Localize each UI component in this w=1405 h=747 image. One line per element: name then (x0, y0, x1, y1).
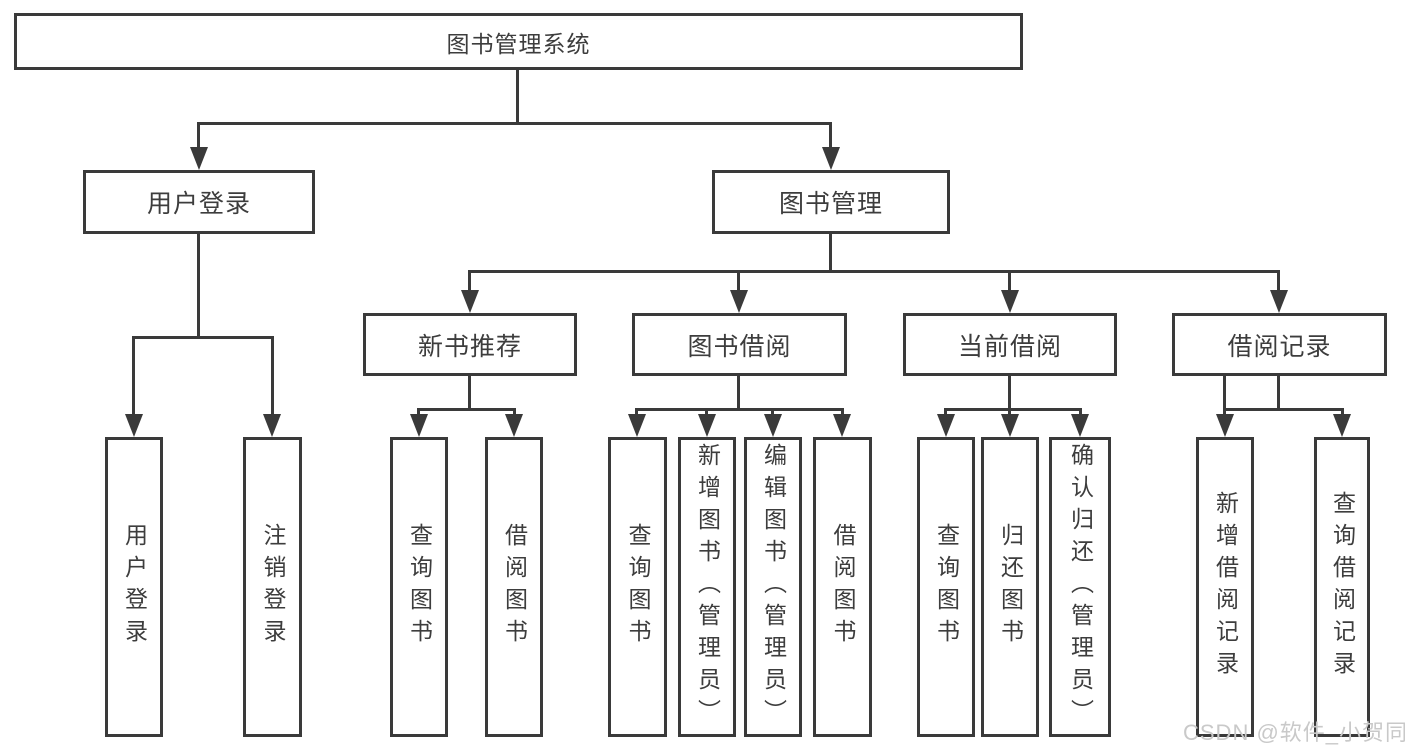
connector-borrow-records-stem (1223, 376, 1226, 408)
node-book-management: 图书管理 (712, 170, 950, 234)
node-leaf-query-books-rec: 查询图书 (390, 437, 448, 737)
node-label: 图书借阅 (687, 332, 792, 361)
node-label: 查询图书 (933, 523, 960, 651)
node-leaf-borrow-books-rec: 借阅图书 (485, 437, 543, 737)
connector-arm-leaf (705, 408, 708, 416)
node-borrowing-records: 借阅记录 (1172, 313, 1387, 376)
connector-book-mgmt-stem (829, 234, 832, 270)
arrow-down-icon (263, 414, 281, 437)
node-label: 确认归还（管理员） (1067, 443, 1094, 731)
node-library-management-system: 图书管理系统 (14, 13, 1023, 70)
connector-arm-leaf-logout (271, 336, 274, 414)
arrow-down-icon (628, 414, 646, 437)
csdn-watermark: CSDN @软件_小贺同学 (1183, 720, 1405, 745)
node-leaf-query-borrow-record: 查询借阅记录 (1314, 437, 1370, 737)
node-label: 新书推荐 (417, 332, 522, 361)
connector-arm-book-mgmt (829, 122, 832, 148)
arrow-down-icon (1001, 290, 1019, 313)
node-label: 新增借阅记录 (1212, 491, 1239, 683)
node-leaf-query-books-current: 查询图书 (917, 437, 975, 737)
connector-arm-leaf (1079, 408, 1082, 416)
connector-user-login-horizontal (132, 336, 274, 339)
node-label: 查询借阅记录 (1329, 491, 1356, 683)
connector-new-book-rec-stem (468, 376, 471, 408)
node-leaf-edit-book-admin: 编辑图书（管理员） (744, 437, 802, 737)
connector-arm-current-borrow (1008, 270, 1011, 291)
connector-arm-leaf (771, 408, 774, 416)
node-leaf-user-login: 用户登录 (105, 437, 163, 737)
arrow-down-icon (190, 147, 208, 170)
connector-arm-leaf-user-login (132, 336, 135, 414)
connector-borrow-records-horizontal (1223, 408, 1344, 411)
node-leaf-add-book-admin: 新增图书（管理员） (678, 437, 736, 737)
connector-arm-leaf (944, 408, 947, 416)
node-label: 用户登录 (146, 190, 251, 218)
arrow-down-icon (1333, 414, 1351, 437)
connector-current-borrow-stem (1008, 376, 1011, 408)
connector-arm-borrow-records (1277, 270, 1280, 291)
connector-arm-leaf (1223, 408, 1226, 416)
arrow-down-icon (1001, 414, 1019, 437)
node-new-book-recommendation: 新书推荐 (363, 313, 577, 376)
node-label: 图书管理系统 (446, 30, 591, 57)
node-label: 归还图书 (997, 523, 1024, 651)
connector-arm-new-book-rec (468, 270, 471, 291)
arrow-down-icon (1270, 290, 1288, 313)
connector-book-borrow-horizontal (635, 408, 844, 411)
arrow-down-icon (698, 414, 716, 437)
arrow-down-icon (730, 290, 748, 313)
node-label: 当前借阅 (957, 332, 1062, 361)
connector-book-borrow-stem (737, 376, 740, 408)
connector-user-login-stem (197, 234, 200, 336)
node-label: 图书管理 (778, 190, 883, 218)
node-label: 借阅图书 (830, 523, 856, 651)
node-label: 新增图书（管理员） (694, 443, 721, 731)
connector-arm-leaf (1341, 408, 1344, 416)
node-leaf-return-book: 归还图书 (981, 437, 1039, 737)
node-label: 查询图书 (406, 523, 433, 651)
connector-arm-leaf (1008, 408, 1011, 416)
arrow-down-icon (1216, 414, 1234, 437)
node-book-borrowing: 图书借阅 (632, 313, 847, 376)
arrow-down-icon (764, 414, 782, 437)
connector-arm-leaf (513, 408, 516, 416)
node-leaf-add-borrow-record: 新增借阅记录 (1196, 437, 1254, 737)
connector-arm-book-borrow (737, 270, 740, 291)
arrow-down-icon (461, 290, 479, 313)
connector-arm-leaf (635, 408, 638, 416)
connector-book-mgmt-horizontal (468, 270, 1280, 273)
node-label: 注销登录 (260, 523, 286, 651)
node-leaf-borrow-books-borrow: 借阅图书 (813, 437, 872, 737)
arrow-down-icon (937, 414, 955, 437)
node-leaf-logout: 注销登录 (243, 437, 302, 737)
arrow-down-icon (505, 414, 523, 437)
connector-new-book-rec-horizontal (417, 408, 516, 411)
node-leaf-query-books-borrow: 查询图书 (608, 437, 667, 737)
connector-root-horizontal (198, 122, 832, 125)
node-label: 借阅记录 (1227, 332, 1332, 361)
connector-arm-leaf (417, 408, 420, 416)
node-leaf-confirm-return-admin: 确认归还（管理员） (1049, 437, 1111, 737)
connector-arm-user-login (197, 122, 200, 148)
arrow-down-icon (833, 414, 851, 437)
arrow-down-icon (410, 414, 428, 437)
connector-current-borrow-horizontal (944, 408, 1082, 411)
arrow-down-icon (1071, 414, 1089, 437)
node-label: 借阅图书 (501, 523, 528, 651)
node-label: 查询图书 (625, 523, 651, 651)
connector-borrow-records-stem (1277, 376, 1280, 408)
arrow-down-icon (125, 414, 143, 437)
connector-arm-leaf (841, 408, 844, 416)
connector-root-stem (516, 70, 519, 122)
node-user-login: 用户登录 (83, 170, 315, 234)
arrow-down-icon (822, 147, 840, 170)
node-current-borrowing: 当前借阅 (903, 313, 1117, 376)
node-label: 用户登录 (121, 523, 148, 651)
node-label: 编辑图书（管理员） (760, 443, 787, 731)
